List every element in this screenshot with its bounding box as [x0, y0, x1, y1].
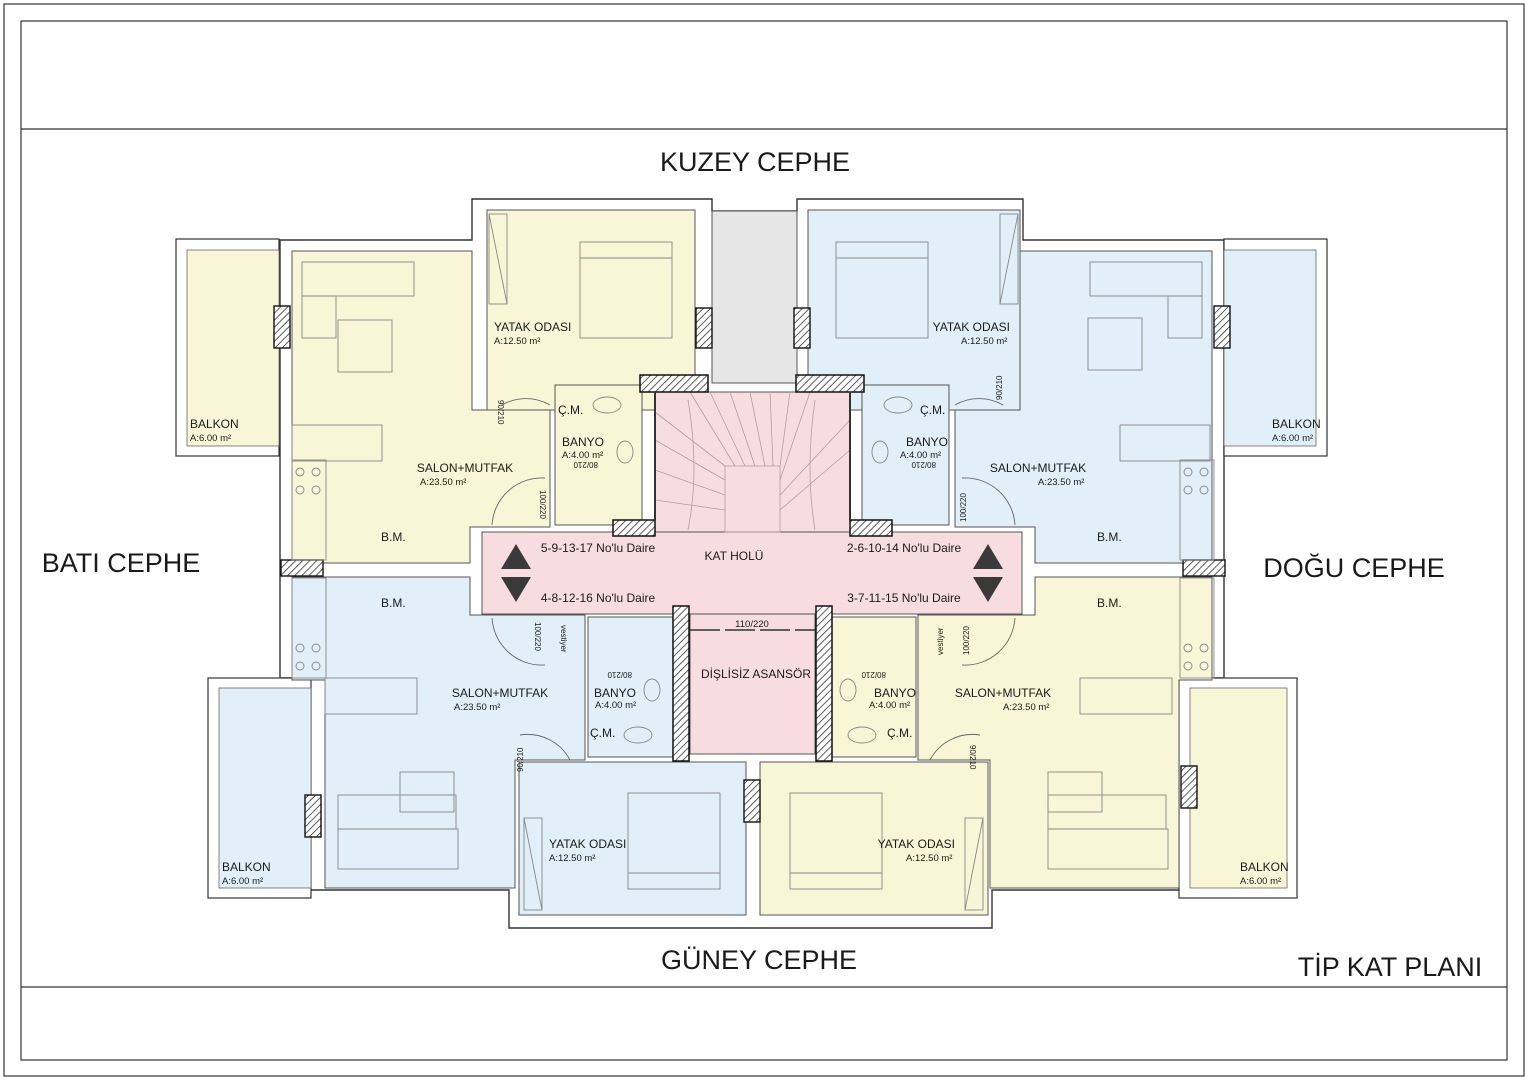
facade-north-label: KUZEY CEPHE: [660, 147, 850, 177]
living-se-area: A:23.50 m²: [1003, 702, 1049, 713]
closet-sw-label: vestiyer: [559, 625, 568, 653]
bath-ne-floor: [861, 384, 950, 526]
facade-west-label: BATI CEPHE: [42, 548, 201, 578]
bedroom-sw-area: A:12.50 m²: [549, 853, 595, 864]
bath-ne-area: A:4.00 m²: [900, 450, 941, 461]
laundry-se-label: Ç.M.: [887, 726, 912, 740]
living-ne-floor: [954, 250, 1213, 564]
door-nw-entry: 100/220: [538, 490, 547, 519]
door-nw-bath: 80/210: [573, 460, 598, 469]
living-nw-area: A:23.50 m²: [420, 477, 466, 488]
door-se-bath: 80/210: [861, 670, 886, 679]
balcony-nw-label: BALKON: [190, 417, 239, 431]
elevator-floor: [689, 613, 816, 755]
door-ne-bedroom: 90/210: [995, 375, 1004, 400]
outer-frame: [3, 3, 1525, 1077]
elevator-door-label: 110/220: [735, 619, 769, 630]
facade-east-label: DOĞU CEPHE: [1263, 552, 1445, 583]
living-nw-label: SALON+MUTFAK: [417, 461, 513, 475]
bath-sw-label: BANYO: [594, 686, 636, 700]
dishwasher-se-label: B.M.: [1097, 596, 1122, 610]
dishwasher-nw-label: B.M.: [381, 530, 406, 544]
bedroom-sw-floor: [518, 761, 747, 916]
door-sw-bedroom: 90/210: [516, 747, 525, 772]
balcony-se-floor: [1189, 687, 1288, 889]
door-ne-bath: 80/210: [911, 460, 936, 469]
living-se-floor: [917, 576, 1213, 889]
bath-nw-area: A:4.00 m²: [562, 450, 603, 461]
stair-well: [654, 391, 851, 533]
bath-sw-floor: [587, 616, 676, 758]
facade-south-label: GÜNEY CEPHE: [661, 945, 857, 975]
bedroom-se-floor: [759, 761, 989, 916]
bath-ne-label: BANYO: [906, 435, 948, 449]
bedroom-se-label: YATAK ODASI: [878, 837, 955, 851]
bedroom-nw-label: YATAK ODASI: [494, 320, 571, 334]
balcony-ne-label: BALKON: [1272, 417, 1321, 431]
living-sw-label: SALON+MUTFAK: [452, 686, 548, 700]
living-nw-floor: [291, 250, 551, 564]
bath-se-floor: [831, 616, 917, 758]
living-ne-area: A:23.50 m²: [1038, 477, 1084, 488]
door-swings: [491, 398, 1016, 761]
unit-sw-label: 4-8-12-16 No'lu Daire: [541, 591, 656, 605]
bedroom-sw-label: YATAK ODASI: [549, 837, 626, 851]
bath-sw-area: A:4.00 m²: [595, 700, 636, 711]
door-se-entry: 100/220: [962, 626, 971, 655]
windows: [273, 305, 1231, 838]
laundry-ne-label: Ç.M.: [920, 403, 945, 417]
bedroom-ne-area: A:12.50 m²: [961, 336, 1007, 347]
dishwasher-ne-label: B.M.: [1097, 530, 1122, 544]
north-light-well: [711, 210, 798, 384]
arrow-icons: [501, 544, 1003, 602]
elevator-label: DİŞLİSİZ ASANSÖR: [701, 667, 811, 681]
balcony-se-label: BALKON: [1240, 860, 1289, 874]
balcony-sw-area: A:6.00 m²: [222, 876, 263, 887]
hall-label: KAT HOLÜ: [705, 549, 764, 563]
balcony-ne-floor: [1223, 249, 1317, 447]
bedroom-se-area: A:12.50 m²: [906, 853, 952, 864]
core-walls: [612, 374, 893, 762]
balcony-nw-area: A:6.00 m²: [190, 433, 231, 444]
balcony-sw-label: BALKON: [222, 860, 271, 874]
balcony-sw-floor: [218, 687, 312, 889]
door-nw-bedroom: 90/210: [496, 400, 505, 425]
living-furniture: [291, 261, 1211, 870]
stair-treads: [654, 391, 851, 533]
unit-se-label: 3-7-11-15 No'lu Daire: [847, 591, 961, 605]
plan-title: TİP KAT PLANI: [1298, 951, 1483, 982]
hall-floor: [481, 531, 1023, 615]
living-sw-area: A:23.50 m²: [454, 702, 500, 713]
laundry-nw-label: Ç.M.: [558, 403, 583, 417]
balcony-nw-floor: [186, 249, 280, 447]
bath-se-label: BANYO: [874, 686, 916, 700]
living-ne-label: SALON+MUTFAK: [990, 461, 1086, 475]
beds: [579, 241, 929, 890]
living-se-label: SALON+MUTFAK: [955, 686, 1051, 700]
door-sw-entry: 100/220: [533, 622, 542, 651]
door-sw-bath: 80/210: [607, 670, 632, 679]
inner-frame: [20, 20, 1508, 1061]
bedroom-ne-label: YATAK ODASI: [933, 320, 1010, 334]
door-ne-entry: 100/220: [959, 493, 968, 522]
bath-nw-label: BANYO: [562, 435, 604, 449]
bath-fixtures: [592, 396, 913, 744]
door-se-bedroom: 90/210: [968, 745, 977, 770]
bath-se-area: A:4.00 m²: [869, 700, 910, 711]
unit-ne-label: 2-6-10-14 No'lu Daire: [847, 541, 962, 555]
bedroom-nw-area: A:12.50 m²: [494, 336, 540, 347]
wardrobes: [488, 213, 1019, 911]
bath-nw-floor: [554, 384, 643, 526]
closet-se-label: vestiyer: [936, 627, 945, 655]
balcony-ne-area: A:6.00 m²: [1272, 433, 1313, 444]
unit-nw-label: 5-9-13-17 No'lu Daire: [541, 541, 656, 555]
dishwasher-sw-label: B.M.: [381, 596, 406, 610]
laundry-sw-label: Ç.M.: [590, 726, 615, 740]
kitchen-counters: [291, 459, 1215, 679]
balcony-se-area: A:6.00 m²: [1240, 876, 1281, 887]
